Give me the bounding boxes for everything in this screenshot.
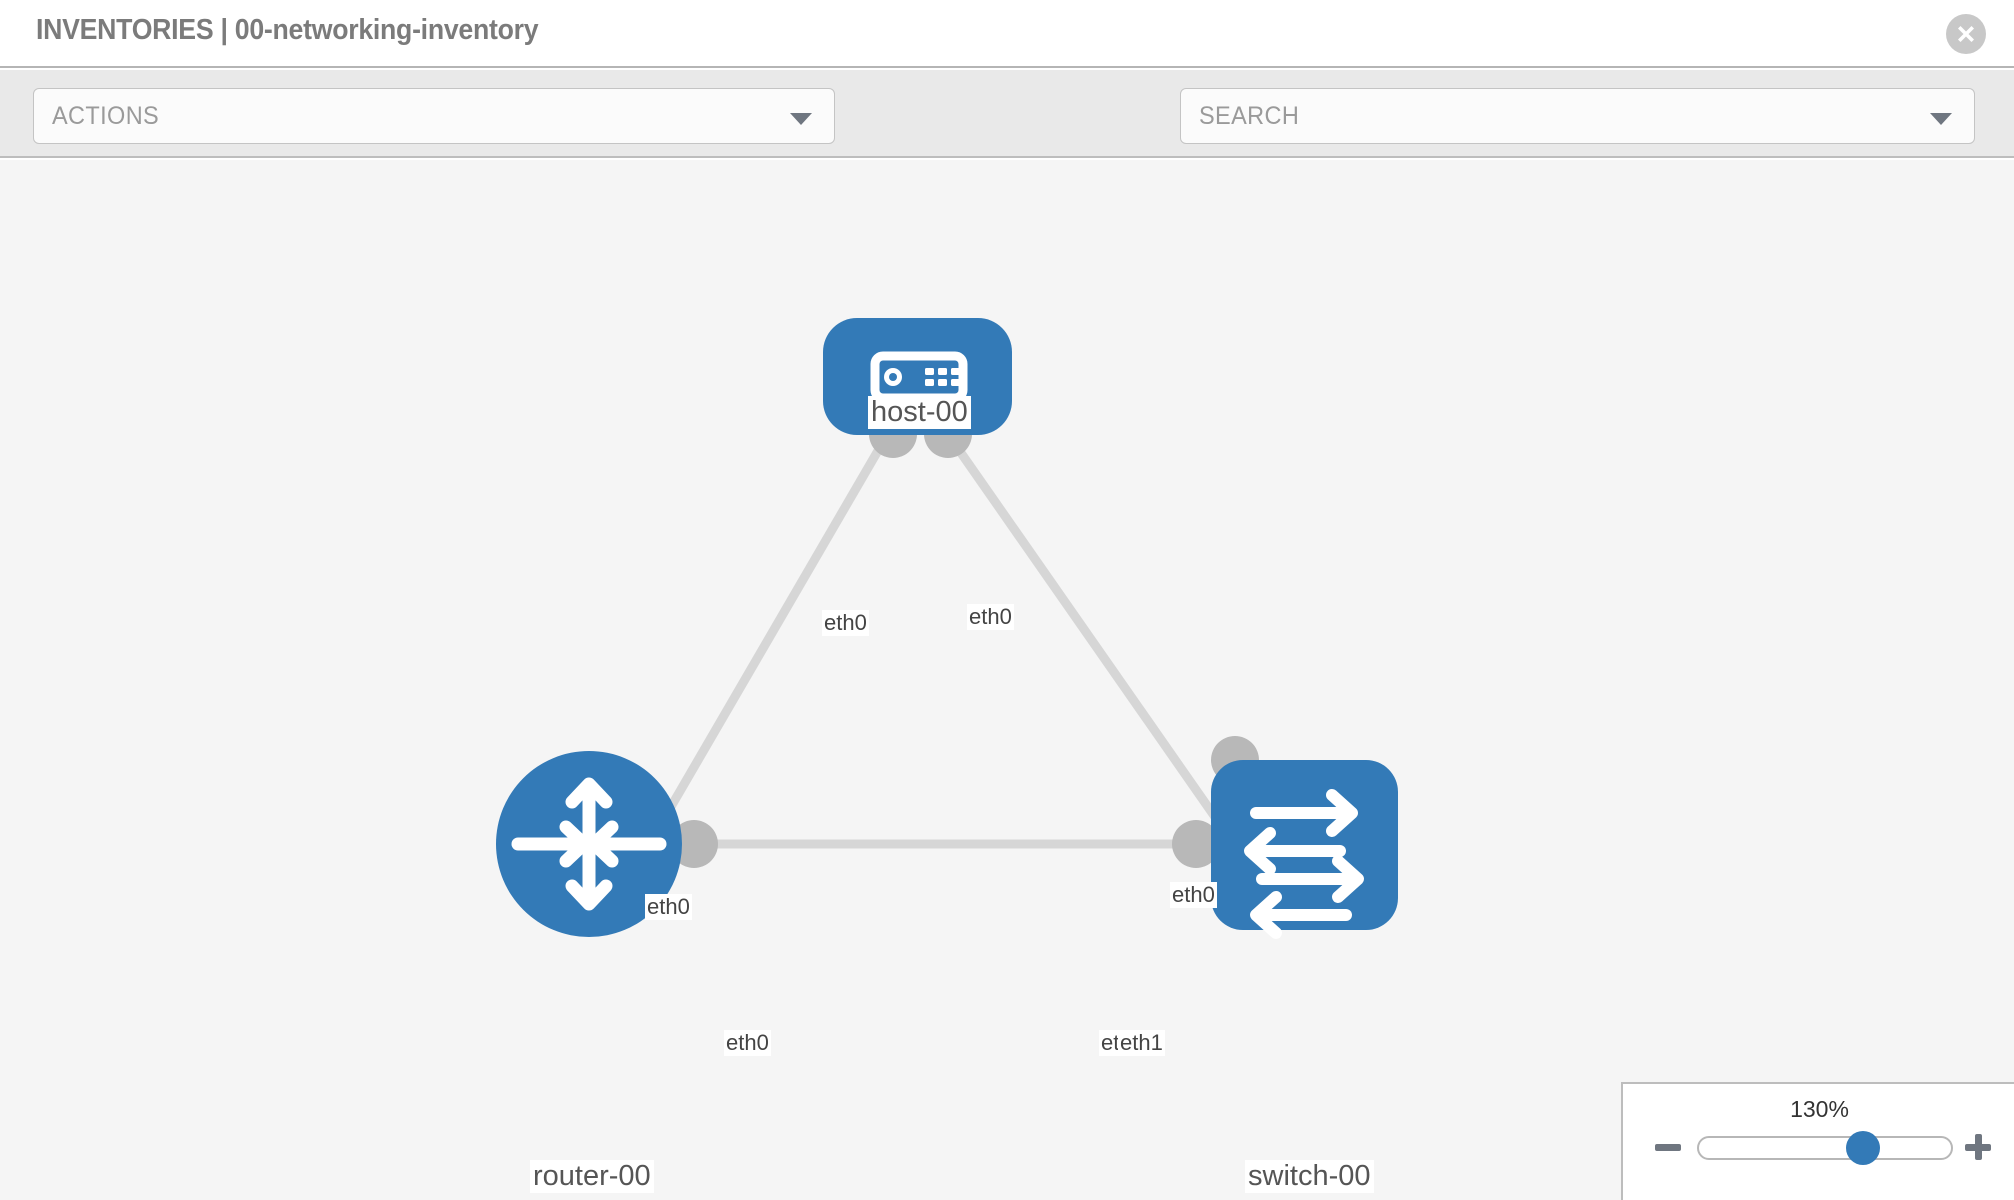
page-title: INVENTORIES | 00-networking-inventory (36, 14, 539, 46)
port-router-eth0 (670, 820, 718, 868)
router-arrows-icon (511, 777, 667, 911)
topology-graph (496, 318, 1398, 939)
zoom-slider[interactable] (1697, 1131, 1953, 1165)
search-placeholder: SEARCH (1199, 102, 1300, 130)
edge-label-router-uplink-eth0: eth0 (645, 894, 692, 920)
edge-label-switch-eth1: eth1 (1118, 1030, 1165, 1056)
chevron-down-icon[interactable] (1930, 113, 1952, 125)
toolbar: ACTIONS SEARCH (0, 70, 2014, 200)
topology-ports (670, 410, 1259, 868)
search-input[interactable]: SEARCH (1180, 88, 1975, 144)
topology-canvas[interactable]: host-00 router-00 switch-00 eth0 eth0 et… (0, 160, 2014, 1200)
switch-arrows-icon (1244, 789, 1364, 939)
edge-label-host-eth0-left: eth0 (822, 610, 869, 636)
edge-label-switch-uplink-eth0: eth0 (1170, 882, 1217, 908)
edge-label-host-eth0-right: eth0 (967, 604, 1014, 630)
link-host-router (636, 427, 894, 863)
close-icon[interactable] (1946, 14, 1986, 54)
node-label-host-00: host-00 (868, 396, 971, 429)
actions-dropdown-label: ACTIONS (52, 102, 160, 130)
node-switch-00 (1211, 760, 1398, 939)
zoom-level-value: 130% (1790, 1096, 1849, 1122)
edge-label-router-eth0: eth0 (724, 1030, 771, 1056)
link-host-switch (941, 427, 1249, 863)
page-header: INVENTORIES | 00-networking-inventory (0, 0, 2014, 68)
node-label-router-00: router-00 (530, 1160, 654, 1193)
zoom-control-panel: 130% (1621, 1082, 2014, 1200)
topology-links (636, 427, 1249, 863)
plus-icon[interactable] (1961, 1130, 1995, 1164)
minus-icon[interactable] (1651, 1130, 1685, 1164)
node-label-switch-00: switch-00 (1245, 1160, 1374, 1193)
zoom-slider-thumb[interactable] (1846, 1131, 1880, 1165)
actions-dropdown[interactable]: ACTIONS (33, 88, 835, 144)
port-switch-eth1 (1172, 820, 1220, 868)
node-router-00 (496, 751, 682, 937)
chevron-down-icon (790, 113, 812, 125)
